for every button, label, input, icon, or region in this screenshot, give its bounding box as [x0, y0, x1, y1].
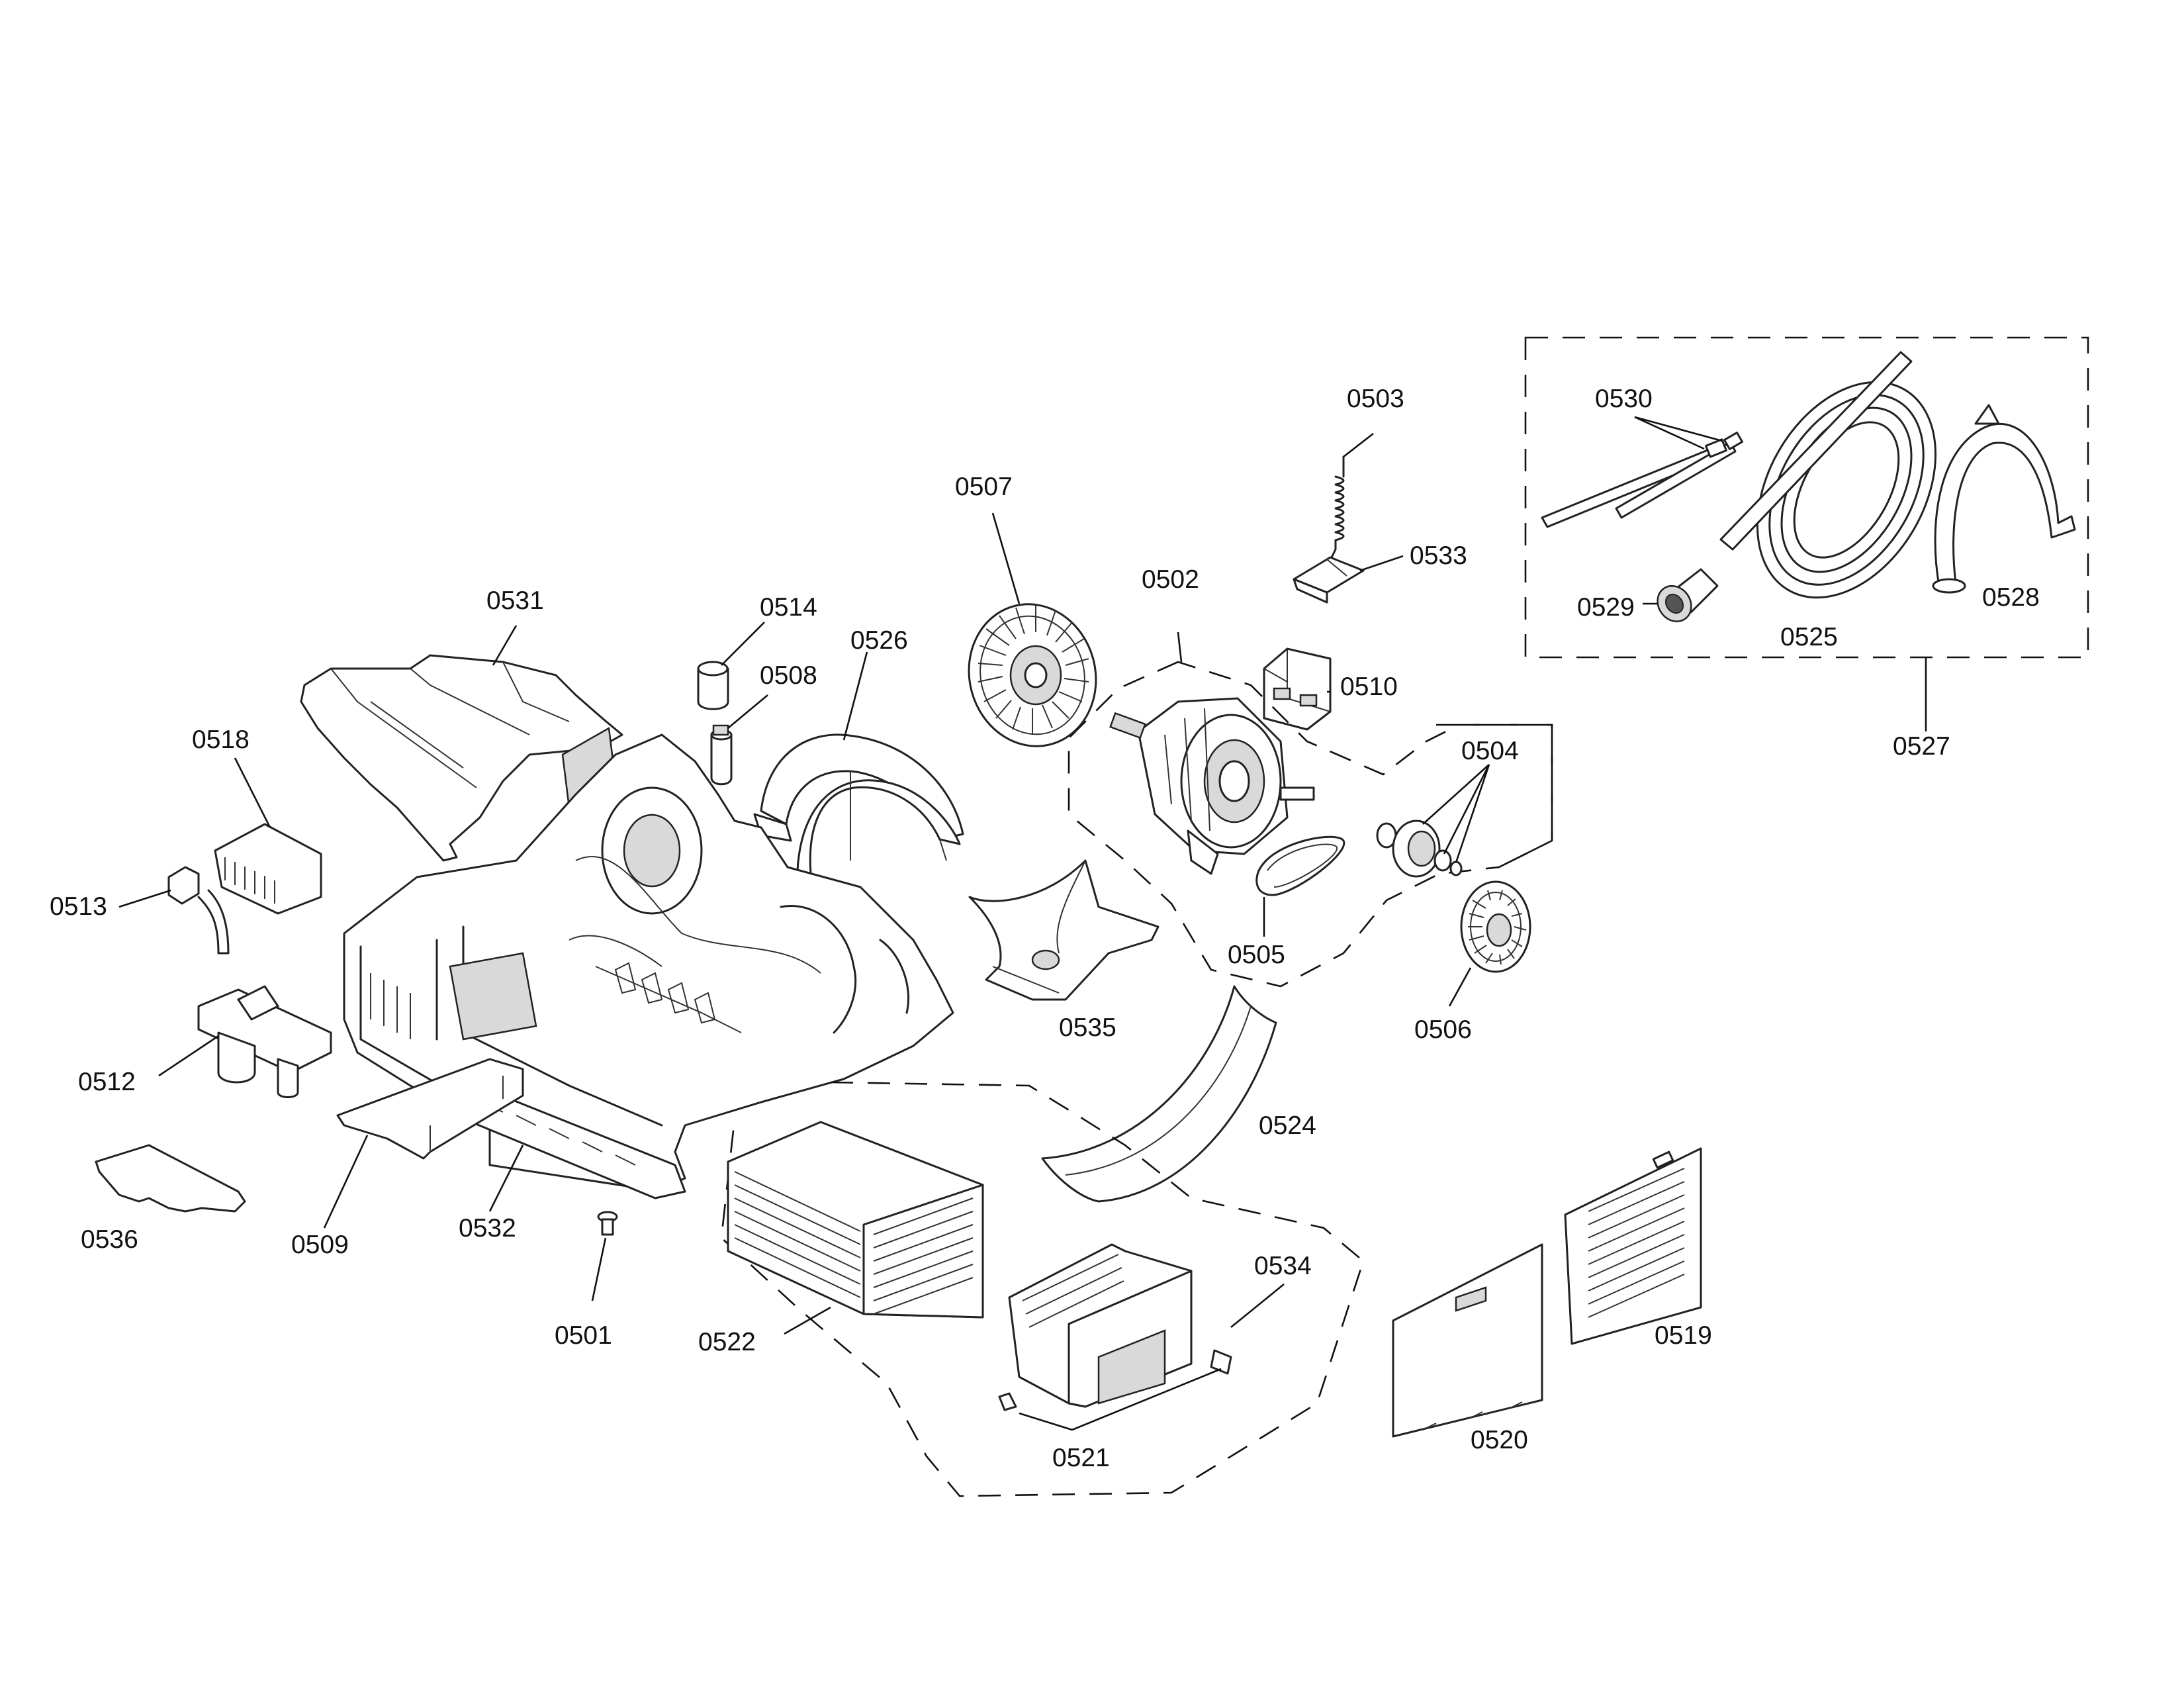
- label-0521: 0521: [1052, 1444, 1110, 1472]
- label-0522: 0522: [698, 1328, 756, 1356]
- label-0505: 0505: [1228, 941, 1285, 969]
- leader-0508: [727, 694, 768, 729]
- label-0532: 0532: [459, 1214, 516, 1243]
- leader-0513: [118, 889, 171, 908]
- label-0519: 0519: [1655, 1321, 1712, 1350]
- part-0536-cover-plate: [95, 1144, 246, 1213]
- leader-0514: [721, 622, 765, 666]
- leader-0522: [784, 1306, 831, 1335]
- label-0504: 0504: [1461, 737, 1519, 765]
- part-0513-connector: [167, 866, 230, 955]
- leader-0534: [1230, 1283, 1285, 1329]
- label-0531: 0531: [486, 586, 544, 615]
- label-0534: 0534: [1254, 1252, 1312, 1280]
- part-0508-thermistor: [710, 724, 733, 786]
- part-0530-cable-ties: [1541, 432, 1744, 528]
- part-0533-motor-bracket: [1293, 556, 1365, 604]
- label-0525: 0525: [1780, 623, 1838, 651]
- motor-group-outline: [1068, 632, 1553, 988]
- accessory-kit-group-outline: [1524, 336, 2089, 731]
- label-0507: 0507: [955, 473, 1013, 501]
- part-0528-hose-bracket: [1932, 404, 2076, 594]
- label-0535: 0535: [1059, 1013, 1116, 1042]
- part-0518-control-module: [214, 823, 322, 915]
- condenser-group-outline: [720, 1081, 1365, 1497]
- leader-0509: [323, 1135, 369, 1229]
- leader-0532: [488, 1145, 524, 1212]
- label-0508: 0508: [760, 661, 817, 690]
- part-0522-condenser: [727, 1121, 984, 1319]
- part-0505-drive-belt: [1255, 835, 1345, 896]
- part-0535-air-deflector: [968, 859, 1160, 1001]
- part-0507-blower-fan: [968, 603, 1097, 747]
- part-0534-condenser-cap: [1008, 1243, 1193, 1408]
- label-0520: 0520: [1471, 1426, 1528, 1454]
- leader-0504: [1422, 764, 1490, 863]
- leader-0503: [1343, 432, 1374, 458]
- part-0524-curved-seal: [1041, 985, 1277, 1203]
- part-0504-pulley-assembly: [1376, 820, 1463, 878]
- label-0512: 0512: [78, 1068, 136, 1096]
- label-0509: 0509: [291, 1231, 349, 1259]
- leader-0512: [158, 1035, 219, 1077]
- label-0518: 0518: [192, 726, 250, 754]
- label-0510: 0510: [1340, 673, 1398, 701]
- part-0510-capacitor-bracket: [1263, 647, 1332, 731]
- label-0533: 0533: [1410, 541, 1467, 570]
- part-0506-blower-wheel: [1460, 880, 1531, 973]
- part-0501-screw: [597, 1211, 618, 1236]
- label-0514: 0514: [760, 593, 817, 622]
- leader-0506: [1448, 967, 1472, 1007]
- label-0528: 0528: [1982, 583, 2040, 612]
- leader-0530: [1634, 416, 1723, 450]
- label-0526: 0526: [850, 626, 908, 655]
- leader-0526: [842, 651, 868, 741]
- part-0525-drain-hose: [1719, 351, 1937, 599]
- part-0502-drive-motor: [1109, 697, 1315, 875]
- part-0529-hose-fitting: [1657, 568, 1719, 623]
- part-0514-sensor-sleeve: [697, 661, 729, 710]
- leader-0507: [991, 512, 1021, 604]
- label-0502: 0502: [1142, 565, 1199, 594]
- part-0512-pump-assembly: [197, 985, 332, 1098]
- label-0529: 0529: [1577, 593, 1635, 622]
- part-0520-access-panel: [1392, 1243, 1543, 1438]
- label-0501: 0501: [555, 1321, 612, 1350]
- pulley-group-outline: [1436, 724, 1553, 868]
- leader-0521: [1019, 1368, 1222, 1431]
- part-0509-tray: [336, 1058, 524, 1160]
- leader-0518: [234, 757, 271, 828]
- label-0503: 0503: [1347, 385, 1404, 413]
- label-0524: 0524: [1259, 1111, 1316, 1140]
- leader-0501: [591, 1237, 607, 1301]
- part-0519-grille-panel: [1564, 1147, 1702, 1345]
- label-0530: 0530: [1595, 385, 1653, 413]
- leader-0531: [492, 625, 518, 666]
- part-0521-clips: [998, 1349, 1232, 1411]
- part-0503-tension-spring: [1330, 455, 1345, 559]
- leader-0533: [1359, 555, 1404, 572]
- label-0536: 0536: [81, 1225, 138, 1254]
- label-0513: 0513: [50, 892, 107, 921]
- label-0506: 0506: [1414, 1015, 1472, 1044]
- label-0527: 0527: [1893, 732, 1950, 761]
